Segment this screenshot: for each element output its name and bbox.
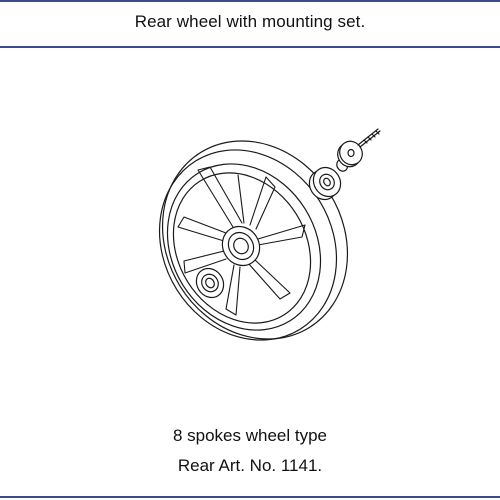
wheel-outer-bearing [195, 267, 225, 299]
top-divider [0, 0, 500, 2]
wheel-type-caption: 8 spokes wheel type [172, 426, 328, 445]
mounting-screw [357, 128, 381, 148]
bottom-divider [0, 496, 500, 498]
wheel-hub [221, 225, 261, 267]
rear-wheel-exploded-icon [158, 128, 381, 341]
article-number-caption: Rear Art. No. 1141. [177, 456, 323, 475]
page-title: Rear wheel with mounting set. [134, 12, 366, 31]
mounting-washer [337, 140, 363, 168]
axle-bearing [308, 166, 342, 201]
header-divider [0, 46, 500, 48]
wheel-spokes [177, 166, 306, 316]
